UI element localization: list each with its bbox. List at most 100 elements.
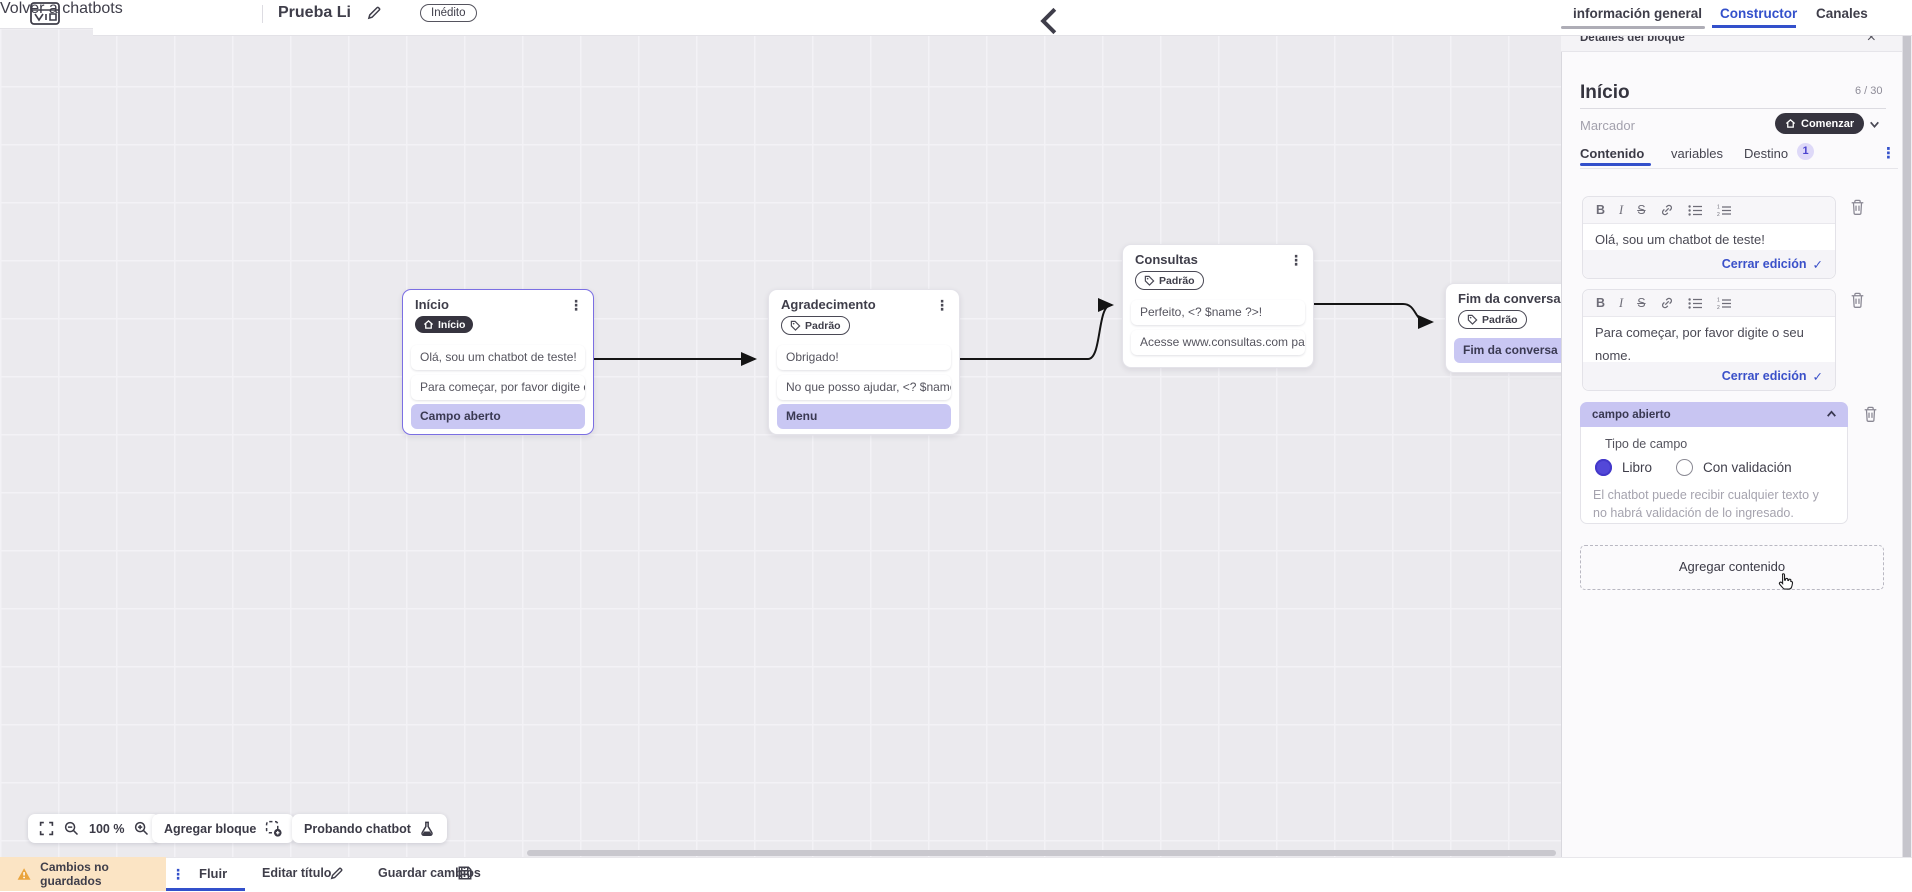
radio-con-validacion[interactable] (1676, 459, 1694, 476)
radio-con-validacion-label[interactable]: Con validación (1703, 460, 1792, 475)
node-item[interactable]: No que posso ajudar, <? $name ... (777, 375, 951, 400)
edit-title-pencil-icon[interactable] (366, 5, 382, 21)
field-helper-text: El chatbot puede recibir cualquier texto… (1593, 488, 1819, 520)
open-field-section-header[interactable]: campo abierto (1580, 402, 1848, 427)
marker-value: Comenzar (1801, 117, 1855, 130)
add-content-button[interactable]: Agregar contenido (1580, 545, 1884, 590)
bottom-bar (0, 857, 1912, 892)
panel-top-scroll-thumb (1561, 26, 1705, 29)
radio-libro[interactable] (1595, 459, 1612, 476)
add-block-button[interactable]: Agregar bloque (152, 814, 295, 843)
flask-icon (421, 821, 433, 836)
open-field-section-body: Tipo de campo Libro Con validación El ch… (1580, 427, 1848, 524)
test-chatbot-button[interactable]: Probando chatbot (292, 814, 447, 843)
edit-title-button[interactable]: Editar título (262, 866, 332, 880)
zoom-in-icon[interactable] (134, 821, 149, 836)
bullet-list-icon[interactable] (1687, 204, 1703, 217)
flow-tab-kebab-icon[interactable]: ⋮ (171, 866, 185, 882)
close-edit-button[interactable]: Cerrar edición ✓ (1583, 250, 1835, 278)
tag-icon (790, 320, 801, 331)
node-title: Início (415, 297, 449, 312)
active-flow-tab-underline (166, 888, 245, 891)
numbered-list-icon[interactable]: 12 (1717, 204, 1732, 217)
node-badge-default: Padrão (781, 316, 850, 335)
fullscreen-icon[interactable] (39, 821, 54, 836)
panel-kebab-menu-icon[interactable]: ⋮ (1881, 145, 1896, 162)
add-block-label: Agregar bloque (164, 821, 257, 836)
tab-destino[interactable]: Destino (1744, 146, 1789, 161)
node-inicio[interactable]: Início ⋮ Início Olá, sou um chatbot de t… (402, 289, 594, 435)
numbered-list-icon[interactable]: 12 (1717, 297, 1732, 310)
block-name[interactable]: Início (1580, 82, 1630, 103)
chevron-up-icon[interactable] (1825, 408, 1838, 421)
close-icon[interactable]: × (1866, 29, 1876, 46)
editor-text[interactable]: Olá, sou um chatbot de teste! (1595, 232, 1765, 247)
tab-variables[interactable]: variables (1671, 146, 1724, 161)
node-agradecimento[interactable]: Agradecimento ⋮ Padrão Obrigado! No que … (768, 289, 960, 435)
check-icon: ✓ (1812, 369, 1823, 384)
trash-icon[interactable] (1862, 405, 1879, 423)
chatbot-title[interactable]: Prueba Li (278, 4, 351, 21)
destino-count-badge: 1 (1797, 143, 1814, 160)
tab-fluir[interactable]: Fluir (199, 866, 228, 881)
bold-icon[interactable]: B (1596, 296, 1606, 310)
tab-contenido[interactable]: Contenido (1580, 146, 1645, 161)
divider (262, 5, 263, 23)
add-block-icon (266, 820, 282, 837)
link-icon[interactable] (1660, 203, 1674, 217)
node-item[interactable]: Para começar, por favor digite o ... (411, 375, 585, 400)
bullet-list-icon[interactable] (1687, 297, 1703, 310)
app-logo-icon[interactable] (29, 1, 63, 27)
node-item-menu[interactable]: Menu (777, 404, 951, 429)
kebab-menu-icon[interactable]: ⋮ (935, 296, 949, 313)
kebab-menu-icon[interactable]: ⋮ (1289, 251, 1303, 268)
editor-text[interactable]: Para começar, por favor digite o seu nom… (1595, 325, 1804, 363)
marker-label: Marcador (1580, 118, 1635, 133)
tab-canales[interactable]: Canales (1816, 6, 1868, 21)
bold-icon[interactable]: B (1596, 203, 1606, 217)
zoom-out-icon[interactable] (64, 821, 79, 836)
tag-icon (1144, 275, 1155, 286)
strikethrough-icon[interactable]: S (1637, 296, 1646, 310)
save-changes-button[interactable]: Guardar cambios (378, 866, 481, 880)
node-item-open-field[interactable]: Campo aberto (411, 404, 585, 429)
check-icon: ✓ (1812, 257, 1823, 272)
node-item[interactable]: Obrigado! (777, 345, 951, 370)
panel-scrollbar-thumb[interactable] (1903, 32, 1911, 862)
canvas-horizontal-scrollbar[interactable] (527, 850, 1556, 856)
svg-text:1: 1 (1717, 297, 1720, 303)
italic-icon[interactable]: I (1619, 295, 1624, 310)
close-edit-button[interactable]: Cerrar edición ✓ (1583, 362, 1835, 390)
tab-constructor[interactable]: Constructor (1720, 6, 1798, 21)
save-icon[interactable] (457, 865, 473, 881)
warning-icon (17, 868, 31, 880)
node-title: Agradecimento (781, 297, 876, 312)
chevron-down-icon[interactable] (1868, 118, 1881, 131)
node-item[interactable]: Acesse www.consultas.com par... (1131, 330, 1305, 355)
node-item[interactable]: Perfeito, <? $name ?>! (1131, 300, 1305, 325)
trash-icon[interactable] (1849, 291, 1866, 309)
node-item[interactable]: Olá, sou um chatbot de teste! (411, 345, 585, 370)
back-chevron-icon[interactable] (93, 7, 1912, 36)
link-icon[interactable] (1660, 296, 1674, 310)
back-to-chatbots-link[interactable]: Volver a chatbots (0, 0, 123, 17)
trash-icon[interactable] (1849, 198, 1866, 216)
radio-libro-label[interactable]: Libro (1622, 460, 1653, 475)
kebab-menu-icon[interactable]: ⋮ (569, 296, 583, 313)
strikethrough-icon[interactable]: S (1637, 203, 1646, 217)
marker-value-pill[interactable]: Comenzar (1775, 113, 1865, 134)
node-consultas[interactable]: Consultas ⋮ Padrão Perfeito, <? $name ?>… (1122, 244, 1314, 368)
pencil-icon[interactable] (329, 866, 344, 881)
italic-icon[interactable]: I (1619, 202, 1624, 217)
field-type-label: Tipo de campo (1605, 437, 1688, 451)
active-tab-underline (1580, 163, 1651, 166)
tab-informacion-general[interactable]: información general (1573, 6, 1703, 21)
zoom-level: 100 % (89, 821, 125, 836)
canvas-zoom-controls: 100 % (28, 814, 161, 843)
name-char-counter: 6 / 30 (1855, 85, 1883, 97)
flow-canvas[interactable] (0, 28, 1561, 857)
node-badge-default: Padrão (1458, 310, 1527, 329)
